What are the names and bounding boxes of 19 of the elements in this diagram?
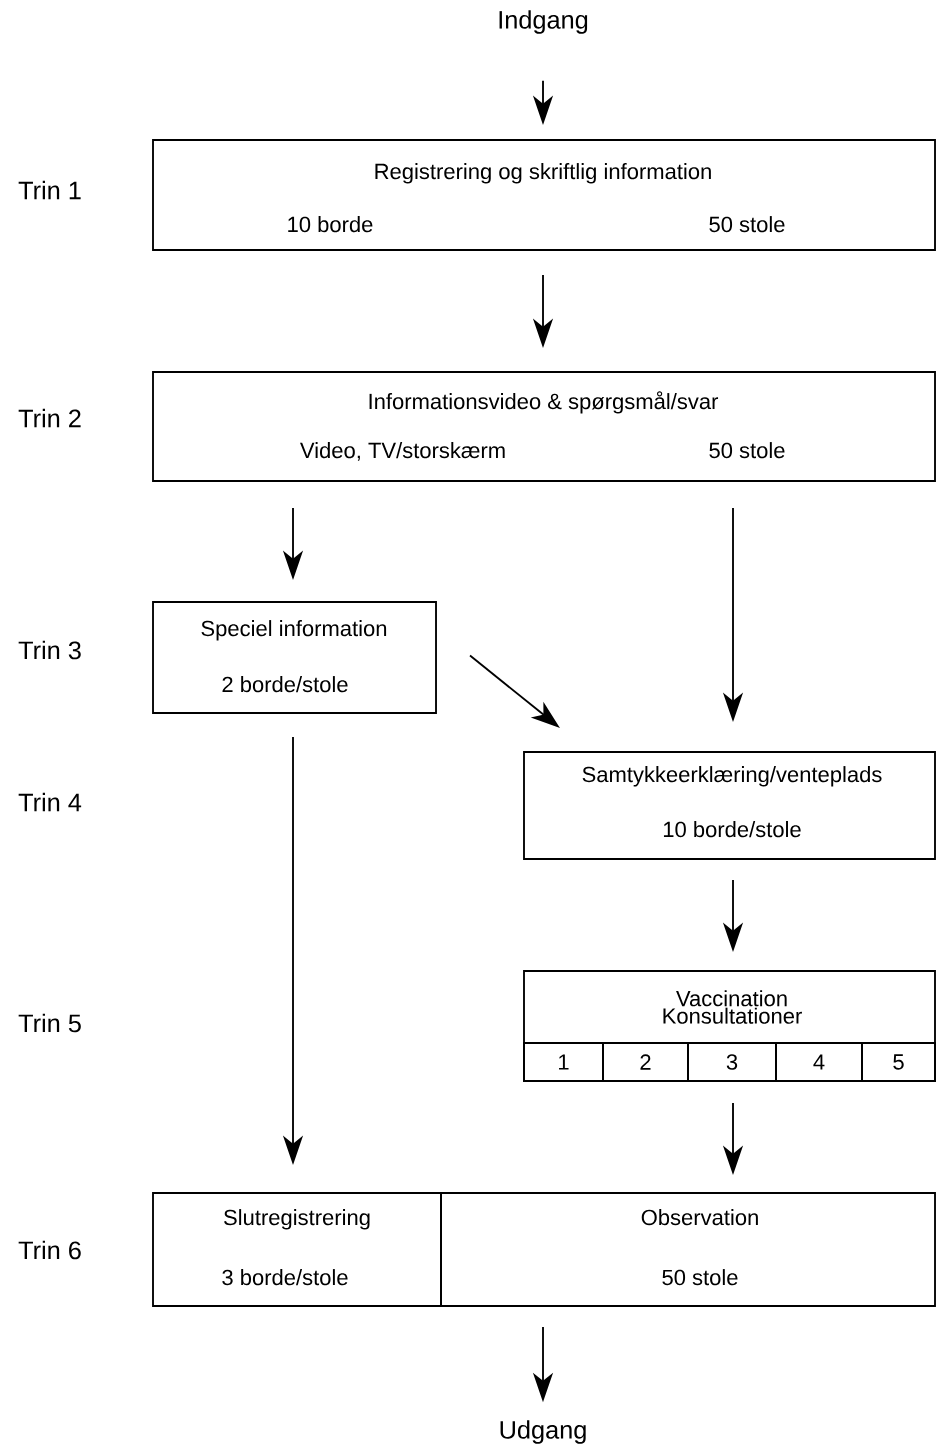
step-label: Trin 6 xyxy=(18,1240,81,1260)
process-box: Observation 50 stole xyxy=(440,1192,936,1307)
step-label: Trin 5 xyxy=(18,1013,81,1033)
process-box: Speciel information 2 borde/stole xyxy=(152,601,437,714)
entry-label: Udgang xyxy=(500,1420,586,1444)
step-label: Trin 2 xyxy=(18,408,81,428)
table-cell: 4 xyxy=(775,1042,863,1082)
entry-label: Indgang xyxy=(499,10,588,34)
table-cell: 1 xyxy=(523,1042,604,1082)
process-box: Registrering og skriftlig information 10 borde 50 stole xyxy=(152,139,936,251)
step-label: Trin 3 xyxy=(18,640,81,660)
table-cell: 2 xyxy=(602,1042,689,1082)
process-box: Slutregistrering 3 borde/stole xyxy=(152,1192,442,1307)
table-cell: 5 xyxy=(861,1042,936,1082)
step-label: Trin 4 xyxy=(18,792,82,812)
process-box: Samtykkeerklæring/venteplads 10 borde/stole xyxy=(523,751,936,860)
table-cell: 3 xyxy=(687,1042,777,1082)
step-label: Trin 1 xyxy=(18,180,81,200)
process-box: Informationsvideo & spørgsmål/svar Video, TV/storskærm 50 stole xyxy=(152,371,936,482)
